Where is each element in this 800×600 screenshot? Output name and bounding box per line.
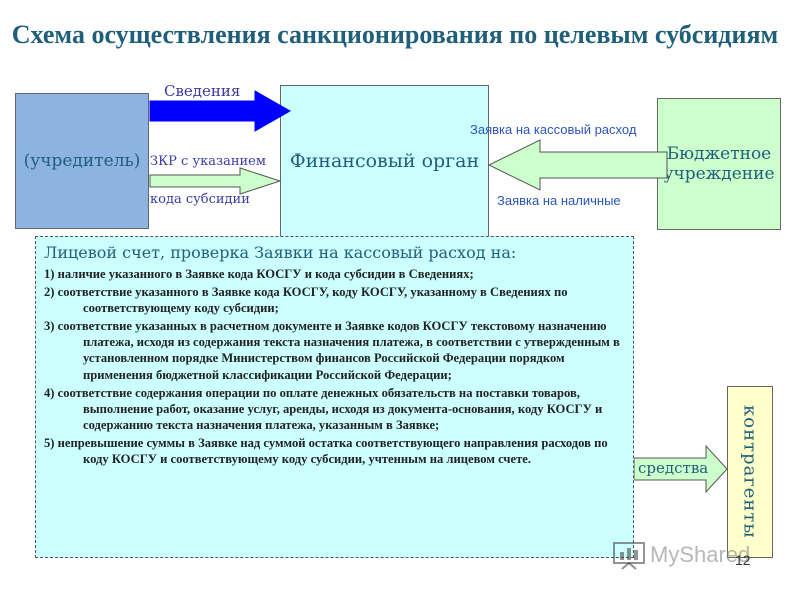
label-zayavka-nal: Заявка на наличные <box>497 193 621 208</box>
account-check-box: Лицевой счет, проверка Заявки на кассовы… <box>35 236 634 558</box>
check-item: 4) соответствие содержания операции по о… <box>44 385 603 432</box>
node-kontragenty-label: контрагенты <box>739 405 761 539</box>
label-sredstva: средства <box>638 459 709 477</box>
label-zayavka-kass: Заявка на кассовый расход <box>470 122 637 137</box>
arrow-zkr <box>149 167 282 195</box>
presentation-board-icon <box>613 542 645 570</box>
node-uchreditel-label: (учредитель) <box>23 151 141 171</box>
page-number: 12 <box>735 552 751 568</box>
watermark-logo: MyShared <box>610 540 775 570</box>
node-fin-organ: Финансовый орган <box>280 85 489 237</box>
label-zkr-line1: ЗКР с указанием <box>150 154 266 169</box>
arrow-sredstva <box>633 444 728 494</box>
node-fin-organ-label: Финансовый орган <box>289 150 480 172</box>
check-item: 5) непревышение суммы в Заявке над суммо… <box>44 435 608 467</box>
label-zkr-line2: кода субсидии <box>150 192 250 207</box>
label-svedeniya: Сведения <box>164 82 241 100</box>
check-item: 1) наличие указанного в Заявке кода КОСГ… <box>44 267 474 281</box>
diagram-title: Схема осуществления санкционирования по … <box>11 20 779 49</box>
arrow-svedeniya <box>149 90 292 132</box>
node-budget-institution-label: Бюджетное учреждение <box>663 144 775 184</box>
node-uchreditel: (учредитель) <box>15 93 149 229</box>
node-budget-institution: Бюджетное учреждение <box>657 98 781 230</box>
check-item: 3) соответствие указанных в расчетном до… <box>44 319 620 382</box>
check-item: 2) соответствие указанного в Заявке кода… <box>44 285 568 316</box>
arrow-zayavka <box>487 139 668 191</box>
account-heading: Лицевой счет, проверка Заявки на кассовы… <box>44 243 517 262</box>
node-kontragenty: контрагенты <box>727 386 773 558</box>
logo-text: MyShared <box>650 542 751 567</box>
